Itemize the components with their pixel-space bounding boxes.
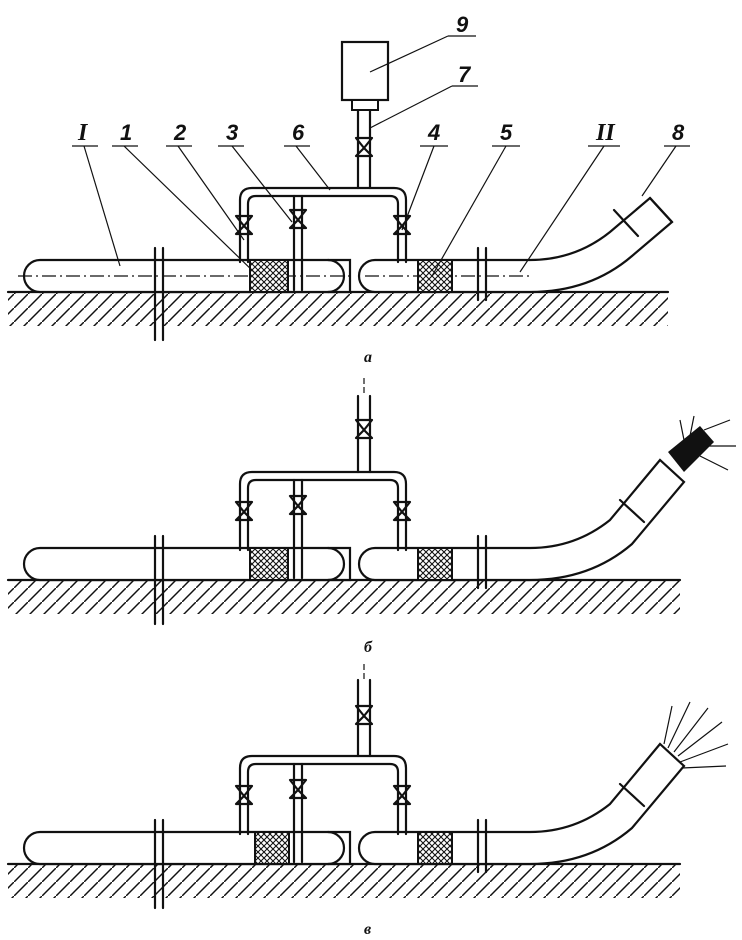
label-3: 3: [226, 120, 238, 145]
right-pipe-c: [357, 701, 729, 874]
valves-c: [234, 704, 412, 806]
device-9-a: [340, 40, 390, 102]
label-4: 4: [427, 120, 440, 145]
panel-c: в: [6, 664, 729, 938]
caption-b: б: [364, 639, 373, 656]
ground-b: [6, 578, 682, 614]
caption-c: в: [364, 921, 371, 938]
plug-1-b: [249, 547, 289, 581]
label-zone-1: I: [77, 120, 89, 146]
panel-a: 9 7 I 1 2 3 6 4 5 II: [6, 12, 690, 366]
plug-5-c: [417, 831, 453, 865]
valves-b: [234, 418, 412, 522]
manifold-6-c: [238, 664, 408, 864]
plug-5-b: [417, 547, 453, 581]
label-9: 9: [456, 12, 469, 37]
manifold-6-a: [238, 108, 408, 292]
label-6: 6: [292, 120, 305, 145]
label-zone-2: II: [595, 120, 616, 146]
label-7: 7: [458, 62, 472, 87]
labels-a: 9 7 I 1 2 3 6 4 5 II: [72, 12, 690, 277]
label-5: 5: [500, 120, 513, 145]
panel-b: б: [6, 378, 736, 656]
ground-c: [6, 862, 682, 898]
plug-1-c: [254, 831, 290, 865]
label-1: 1: [120, 120, 132, 145]
valves-a: [234, 136, 412, 236]
caption-a: а: [364, 349, 372, 366]
ground-a: [6, 290, 670, 326]
plug-5-a: [417, 259, 453, 293]
right-pipe-b: [357, 415, 736, 590]
plug-1-a: [249, 259, 289, 293]
label-2: 2: [173, 120, 187, 145]
label-8: 8: [672, 120, 685, 145]
